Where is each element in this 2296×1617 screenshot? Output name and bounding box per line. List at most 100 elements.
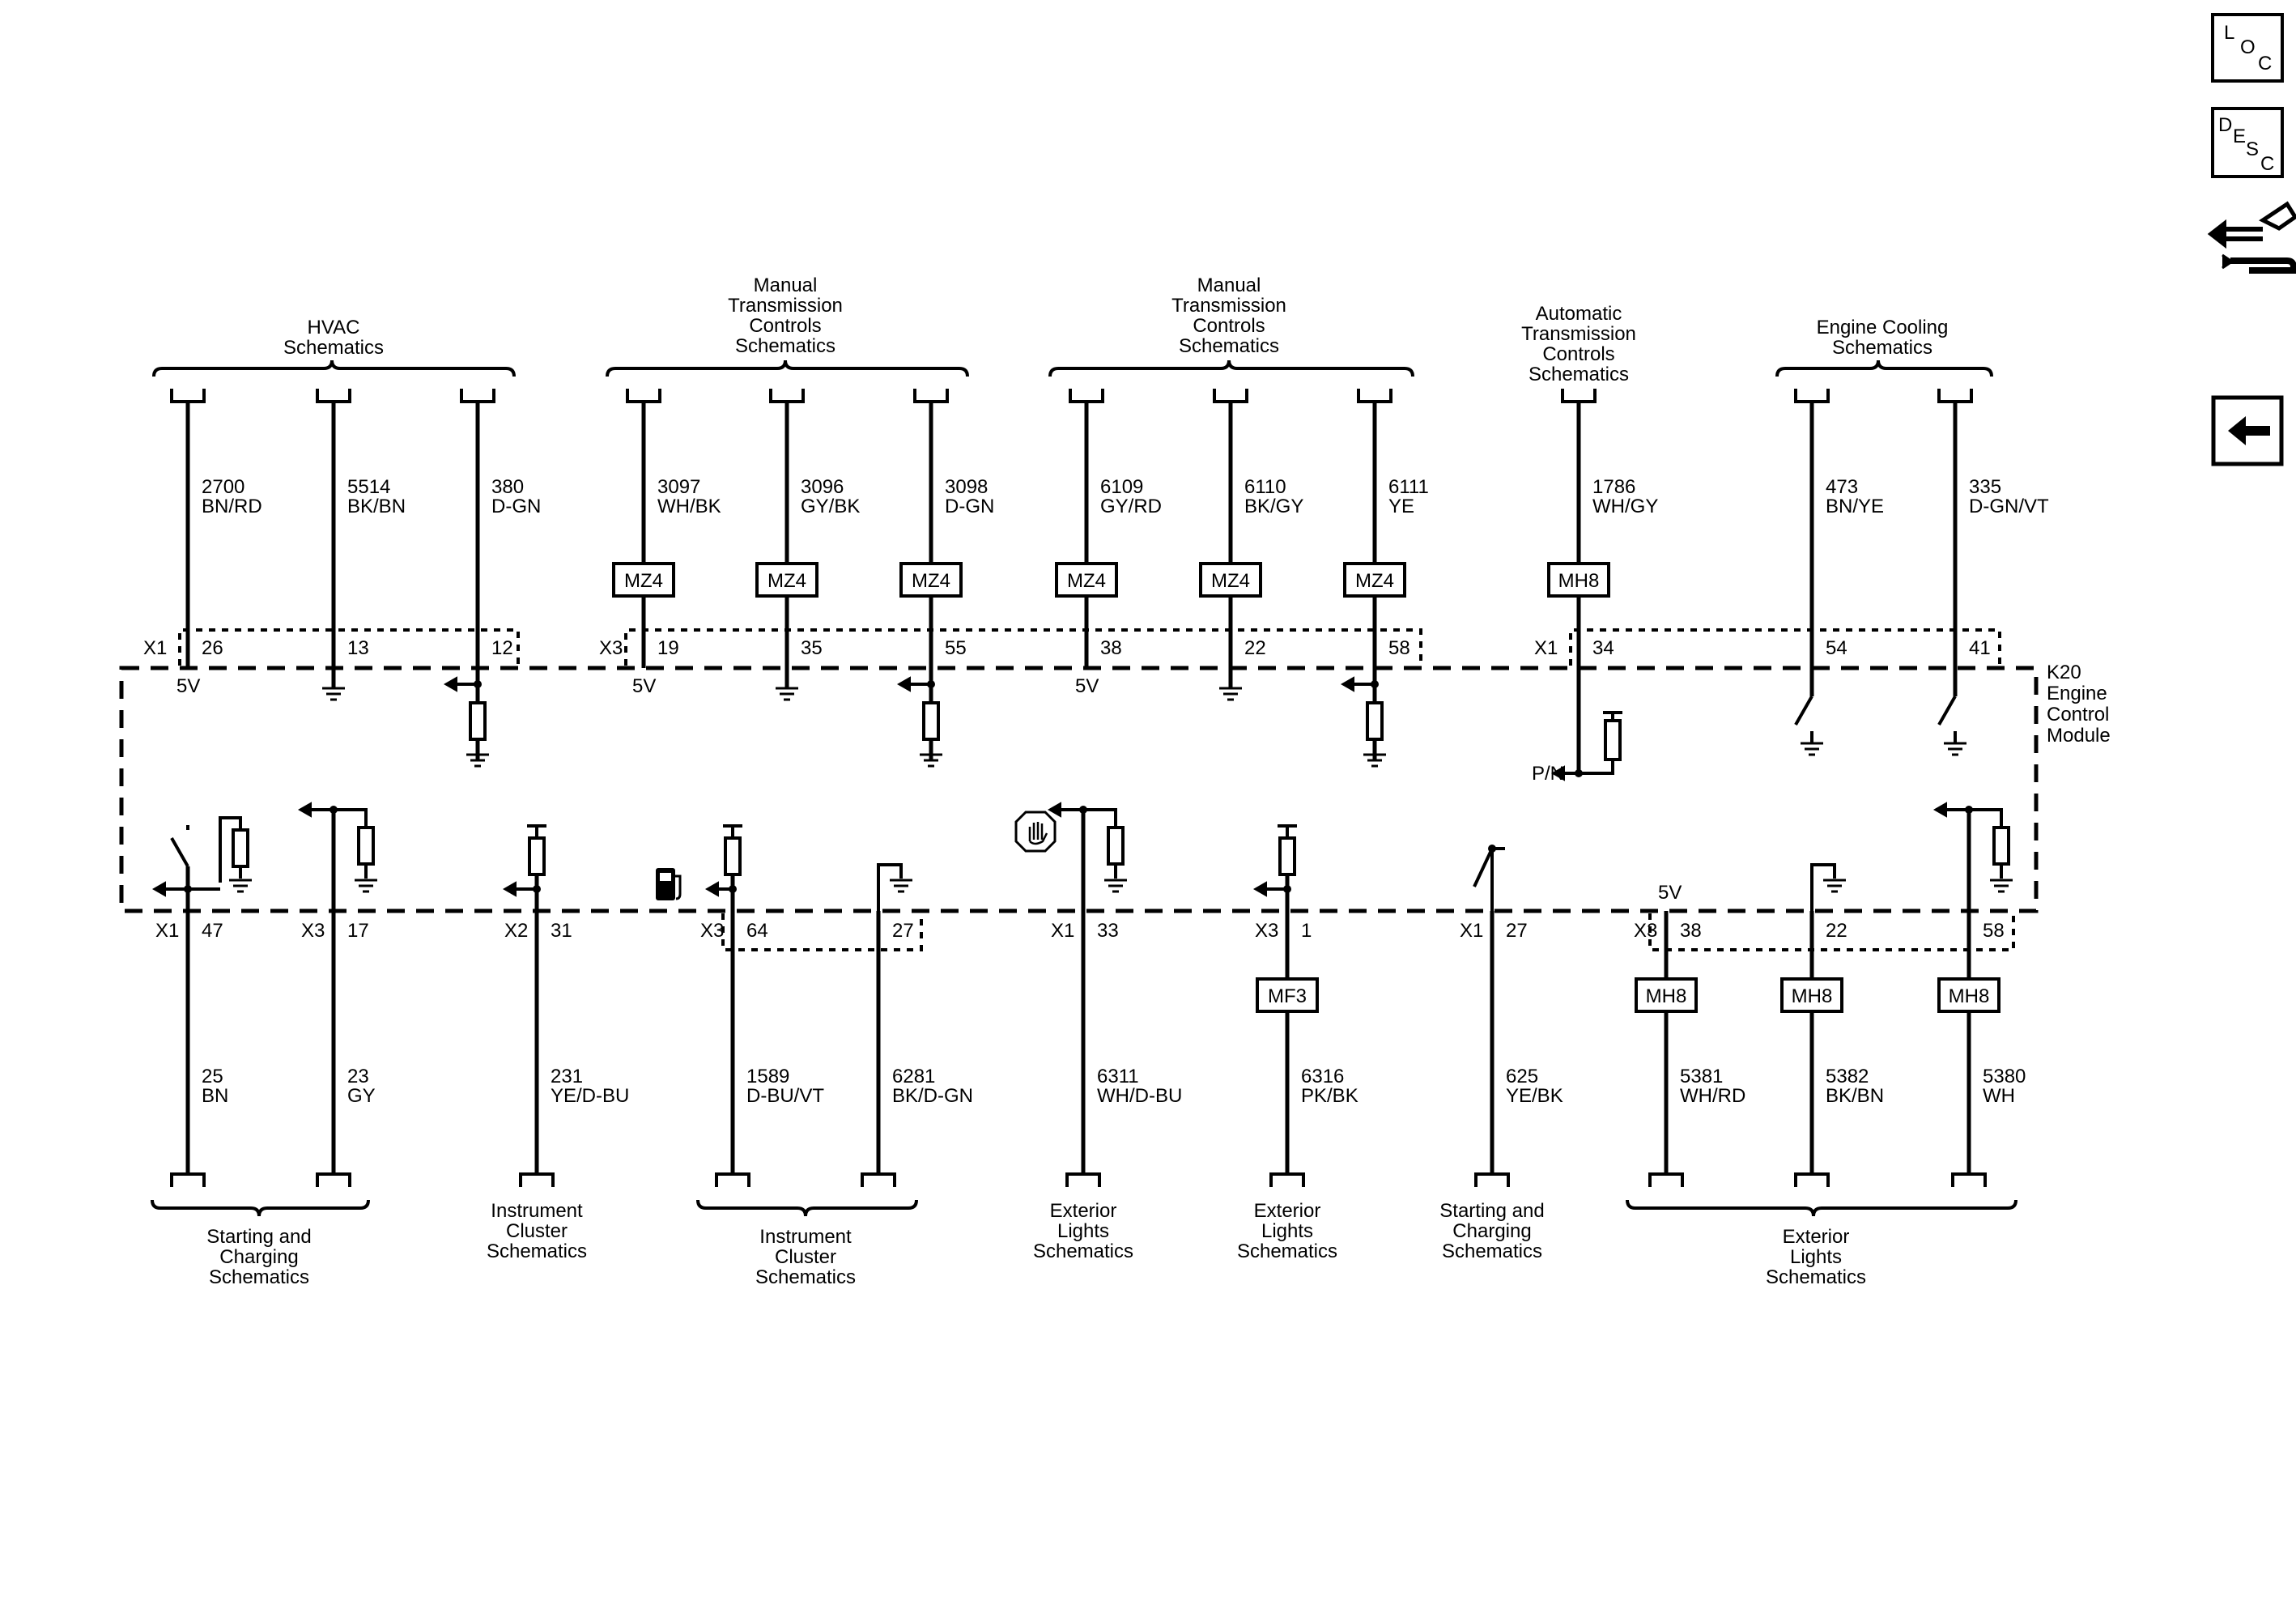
inline-connector-box: MZ4 [612, 562, 675, 598]
terminal-symbol [1069, 389, 1104, 403]
ecm-module-label: K20 Engine Control Module [2047, 662, 2111, 747]
arrow-symbol [1252, 881, 1267, 897]
connector-id: X1 [1534, 637, 1558, 659]
terminal-symbol [1213, 389, 1248, 403]
svg-text:C: C [2260, 153, 2274, 175]
circuit-number: 335 [1969, 476, 2001, 498]
switch-symbol [1794, 696, 1813, 743]
svg-text:Controls: Controls [749, 315, 821, 337]
resistor-symbol [1107, 826, 1125, 866]
pin-number: 58 [1388, 637, 1410, 659]
voltage-label: 5V [1075, 675, 1099, 697]
bottom-connector-boxes [721, 913, 2015, 951]
svg-text:Lights: Lights [1057, 1220, 1109, 1242]
wire-color: YE [1388, 496, 1414, 517]
terminal-symbol [1648, 1172, 1684, 1187]
circuit-number: 473 [1826, 476, 1858, 498]
svg-text:Schematics: Schematics [1529, 364, 1629, 385]
voltage-label: 5V [176, 675, 200, 697]
pin-number: 22 [1244, 637, 1266, 659]
svg-text:Starting and: Starting and [206, 1226, 311, 1248]
svg-text:Schematics: Schematics [1179, 335, 1279, 357]
arrow-symbol [1550, 765, 1565, 781]
inline-connector-box: MZ4 [1343, 562, 1406, 598]
bottom-group-exterior-lights-3: Exterior Lights Schematics [1766, 1226, 1866, 1288]
pin-number: 27 [892, 920, 914, 942]
inline-connector-label: MH8 [1558, 570, 1600, 592]
svg-text:Charging: Charging [219, 1246, 298, 1268]
terminal-symbol [1951, 1172, 1987, 1187]
wire-color: BK/D-GN [892, 1085, 973, 1107]
bottom-group-instrument-cluster-1: Instrument Cluster Schematics [487, 1200, 587, 1262]
desc-button[interactable]: D E S C [2211, 107, 2284, 178]
wire-color: D-GN [945, 496, 994, 517]
svg-text:Lights: Lights [1790, 1246, 1842, 1268]
circuit-number: 625 [1506, 1066, 1538, 1087]
connector-id: X3 [700, 920, 724, 942]
circuit-number: 23 [347, 1066, 369, 1087]
ground-symbol [920, 753, 942, 768]
svg-text:Cluster: Cluster [506, 1220, 568, 1242]
wire-color: BK/BN [1826, 1085, 1884, 1107]
svg-text:Schematics: Schematics [487, 1240, 587, 1262]
svg-text:Manual: Manual [754, 274, 818, 296]
svg-text:HVAC: HVAC [308, 317, 360, 338]
ground-symbol [1990, 879, 2013, 893]
loc-button[interactable]: L O C [2211, 13, 2284, 83]
terminal-symbol [769, 389, 805, 403]
wire-color: GY/BK [801, 496, 860, 517]
pin-number: 17 [347, 920, 369, 942]
connector-id: X3 [1634, 920, 1657, 942]
ground-symbol [1823, 879, 1846, 893]
bottom-group-instrument-cluster-2: Instrument Cluster Schematics [755, 1226, 856, 1288]
wire-color: WH/GY [1592, 496, 1658, 517]
svg-text:Schematics: Schematics [209, 1266, 309, 1288]
circuit-number: 380 [491, 476, 524, 498]
svg-text:L: L [2224, 22, 2234, 44]
back-arrow-icon[interactable] [2211, 395, 2284, 466]
wire-color: YE/D-BU [551, 1085, 629, 1107]
inline-connector-box: MH8 [1937, 977, 2000, 1013]
connector-repair-icon[interactable] [2207, 201, 2296, 274]
circuit-number: 6109 [1100, 476, 1143, 498]
pin-number: 19 [657, 637, 679, 659]
bottom-group-starting-charging-2: Starting and Charging Schematics [1439, 1200, 1544, 1262]
top-group-labels: HVAC Schematics Manual Transmission Cont… [283, 274, 1948, 385]
module-line-2: Control [2047, 704, 2109, 726]
wire-color: WH/RD [1680, 1085, 1745, 1107]
circuit-number: 6316 [1301, 1066, 1344, 1087]
pin-number: 31 [551, 920, 572, 942]
inline-connector-label: MZ4 [1067, 570, 1106, 592]
top-connector-boxes [178, 628, 2001, 666]
circuit-number: 6111 [1388, 476, 1429, 498]
terminal-symbol [1474, 1172, 1510, 1187]
switch-symbol [1473, 847, 1505, 911]
terminal-symbol [519, 1172, 555, 1187]
svg-text:Automatic: Automatic [1536, 303, 1622, 325]
pin-number: 26 [202, 637, 223, 659]
connector-id: X1 [155, 920, 179, 942]
module-line-3: Module [2047, 725, 2111, 747]
pin-number: 64 [746, 920, 768, 942]
connector-id: X3 [599, 637, 623, 659]
terminal-symbol [715, 1172, 750, 1187]
terminal-symbol [913, 389, 949, 403]
arrow-symbol [1047, 802, 1061, 818]
module-internal-circuitry [151, 802, 2013, 911]
inline-connector-box: MZ4 [899, 562, 963, 598]
wire-color: BK/BN [347, 496, 406, 517]
svg-text:Schematics: Schematics [1033, 1240, 1133, 1262]
circuit-number: 5380 [1983, 1066, 2026, 1087]
ground-symbol [1363, 753, 1386, 768]
circuit-number: 3096 [801, 476, 844, 498]
top-group-auto-trans: Automatic Transmission Controls Schemati… [1521, 303, 1636, 385]
